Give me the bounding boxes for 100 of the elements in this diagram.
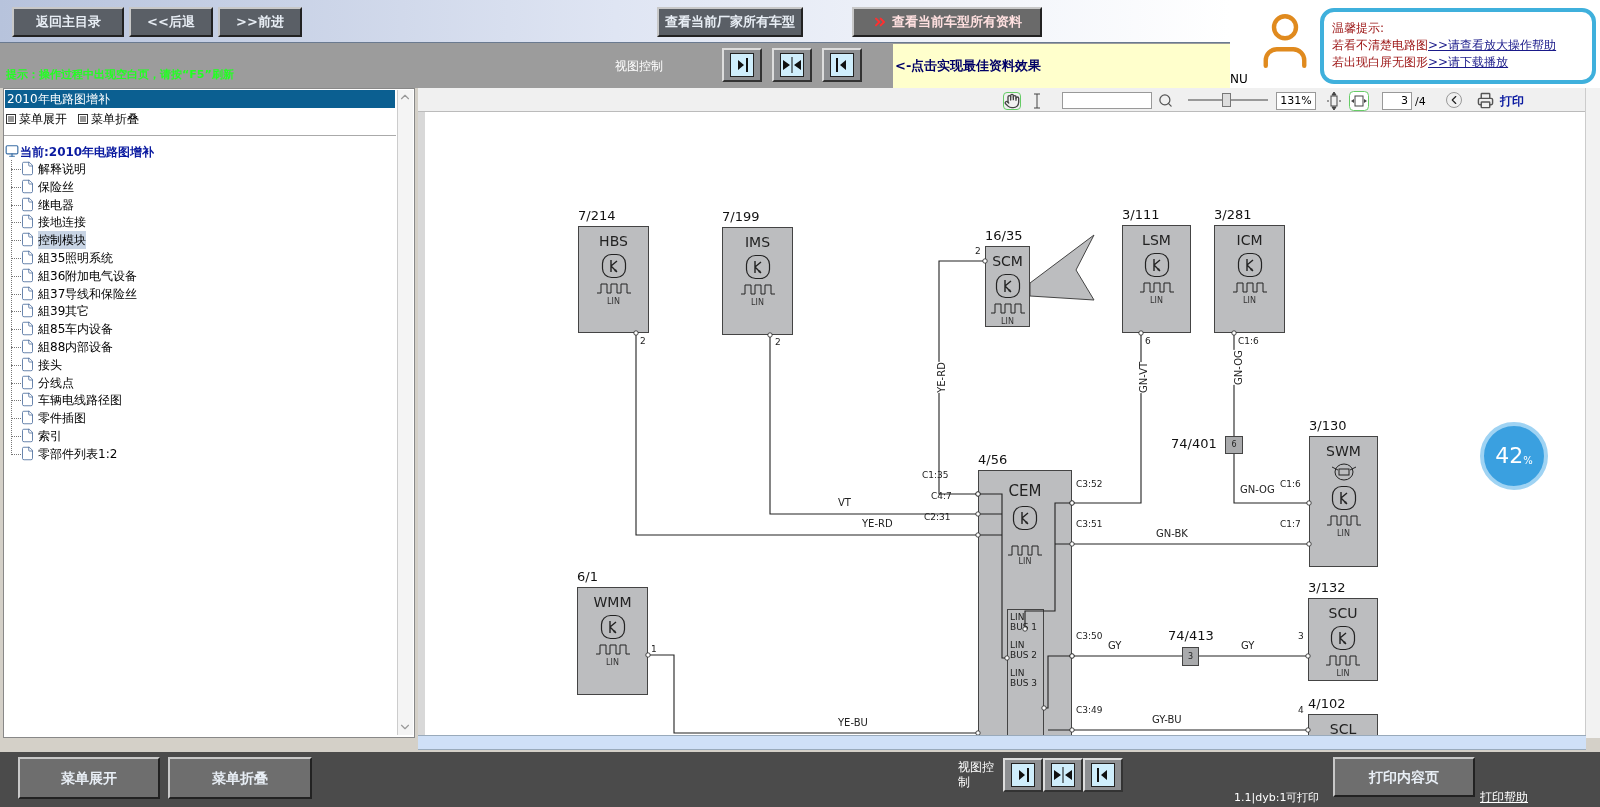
wire — [1069, 541, 1312, 547]
truncated-text: NU — [1230, 71, 1248, 88]
wire — [1069, 727, 1311, 733]
pin-label: C3:49 — [1076, 705, 1103, 715]
wire — [645, 652, 981, 735]
back-button: <<后退 — [129, 7, 213, 37]
wire — [767, 332, 981, 517]
connector-block — [1225, 436, 1243, 454]
connector-block — [1182, 647, 1199, 666]
sidebar-title: 2010年电路图增补 — [7, 91, 110, 108]
tree-item: 組39其它 — [38, 303, 90, 321]
bus-label: LIN — [1337, 530, 1350, 538]
tree-item: 組36附加电气设备 — [38, 267, 138, 285]
module-name: LSM — [1142, 232, 1171, 248]
tree-item: 零件插图 — [38, 410, 86, 428]
pin-label: C4:7 — [931, 491, 952, 501]
tree-item: 接头 — [38, 356, 62, 374]
bus-label: LIN — [1243, 297, 1256, 305]
pin-label: C3:52 — [1076, 479, 1103, 489]
tree-item: 车辆电线路径图 — [38, 392, 122, 410]
module-name: CEM — [1008, 483, 1042, 499]
tip-text: 提示：操作过程中出现空白页，请按“F5”刷新 — [6, 67, 234, 83]
tree-item: 继电器 — [38, 196, 74, 214]
all-models-button: 查看当前厂家所有车型 — [657, 7, 803, 37]
wire — [633, 330, 981, 538]
pin-label: C1:6 — [1238, 336, 1259, 346]
wire-color-label: GY — [1108, 640, 1122, 651]
bus-label: LIN — [1336, 670, 1350, 678]
module-reference: 16/35 — [985, 227, 1024, 245]
page-count: /4 — [1415, 94, 1426, 110]
wire — [1233, 453, 1312, 506]
forward-button: >>前进 — [218, 7, 302, 37]
tree-item: 分线点 — [38, 374, 74, 392]
module-reference: 7/199 — [722, 208, 761, 226]
module-reference: 6/1 — [577, 568, 599, 586]
wire-color-label: GN-OG — [1240, 484, 1275, 495]
print-content-button: 打印内容页 — [1333, 757, 1475, 797]
bus-name: LIN BUS 3 — [1010, 668, 1039, 688]
bus-label: LIN — [1001, 318, 1014, 326]
pin-label: C3:50 — [1076, 631, 1103, 641]
connector-reference: 74/413 — [1168, 627, 1214, 645]
pin-label: C1:7 — [1280, 519, 1301, 529]
wire-color-label: GY — [1241, 640, 1255, 651]
tree-item: 索引 — [38, 428, 62, 445]
view-control-label: 视图控制 — [615, 58, 663, 75]
pin-label: 2 — [640, 336, 646, 346]
cavity-number: 6 — [1231, 439, 1237, 451]
pin-label: C3:51 — [1076, 519, 1103, 529]
pin-label: C1:35 — [922, 470, 949, 480]
menu-collapse-label: 菜单折叠 — [91, 111, 139, 128]
module-reference: 4/56 — [978, 451, 1009, 469]
pin-label: C1:6 — [1280, 479, 1301, 489]
page-field: 3 — [1382, 92, 1412, 110]
notice-text: 若出现白屏无图形 — [1332, 54, 1428, 71]
pin-label: 6 — [1145, 336, 1151, 346]
module-reference: 3/111 — [1122, 206, 1161, 224]
tree-item: 組88内部设备 — [38, 339, 114, 356]
bus-label: LIN — [751, 299, 764, 307]
print-label: 打印 — [1500, 93, 1524, 110]
all-documents-button: 查看当前车型所有资料 — [852, 7, 1042, 37]
module-name: ICM — [1236, 232, 1263, 248]
bus-label: LIN — [607, 298, 620, 306]
help-link: >>请查看放大操作帮助 — [1428, 37, 1557, 54]
download-link: >>请下载播放 — [1428, 54, 1509, 71]
module-reference: 3/281 — [1214, 206, 1253, 224]
wire-color-label: GN-OG — [1232, 350, 1244, 385]
module-name: SCL — [1329, 721, 1357, 735]
wire-color-label: YE-RD — [935, 362, 947, 393]
connector-reference: 74/401 — [1171, 435, 1217, 453]
tree-item: 零部件列表1:2 — [38, 445, 118, 463]
menu-expand-button: 菜单展开 — [18, 757, 160, 799]
bus-name: LIN BUS 2 — [1010, 640, 1039, 660]
wire — [975, 491, 1010, 661]
wire — [1041, 653, 1075, 711]
cavity-number: 3 — [1187, 650, 1194, 663]
tree-item: 解释说明 — [38, 161, 86, 178]
pin-label: 2 — [975, 246, 981, 256]
tree-item: 接地连接 — [38, 214, 86, 232]
notice-text: 若看不清楚电路图 — [1332, 37, 1428, 54]
pin-label: C2:31 — [924, 512, 951, 522]
bus-label: LIN — [606, 659, 619, 667]
bus-label: LIN — [1150, 297, 1163, 305]
module-name: SCU — [1328, 605, 1358, 621]
print-status: 1.1|dyb:1可打印 — [1234, 790, 1320, 806]
hint-text: <-点击实现最佳资料效果 — [895, 57, 1042, 76]
module-name: WMM — [593, 594, 632, 610]
tree-item: 組85车内设备 — [38, 321, 114, 339]
menu-collapse-button: 菜单折叠 — [168, 757, 312, 799]
progress-value: 42 — [1495, 444, 1524, 468]
view-control-label: 视图控制 — [958, 760, 995, 790]
wire-color-label: YE-BU — [838, 717, 868, 728]
wire — [938, 258, 988, 497]
pin-label: 1 — [651, 644, 657, 654]
pin-label: 2 — [775, 337, 781, 347]
pin-label: 4 — [1298, 705, 1304, 715]
module-name: HBS — [599, 233, 628, 249]
module-name: SWM — [1326, 443, 1361, 459]
tree-item: 組37导线和保险丝 — [38, 285, 138, 303]
module-reference: 3/132 — [1308, 579, 1347, 597]
wire-color-label: GN-BK — [1156, 528, 1188, 539]
